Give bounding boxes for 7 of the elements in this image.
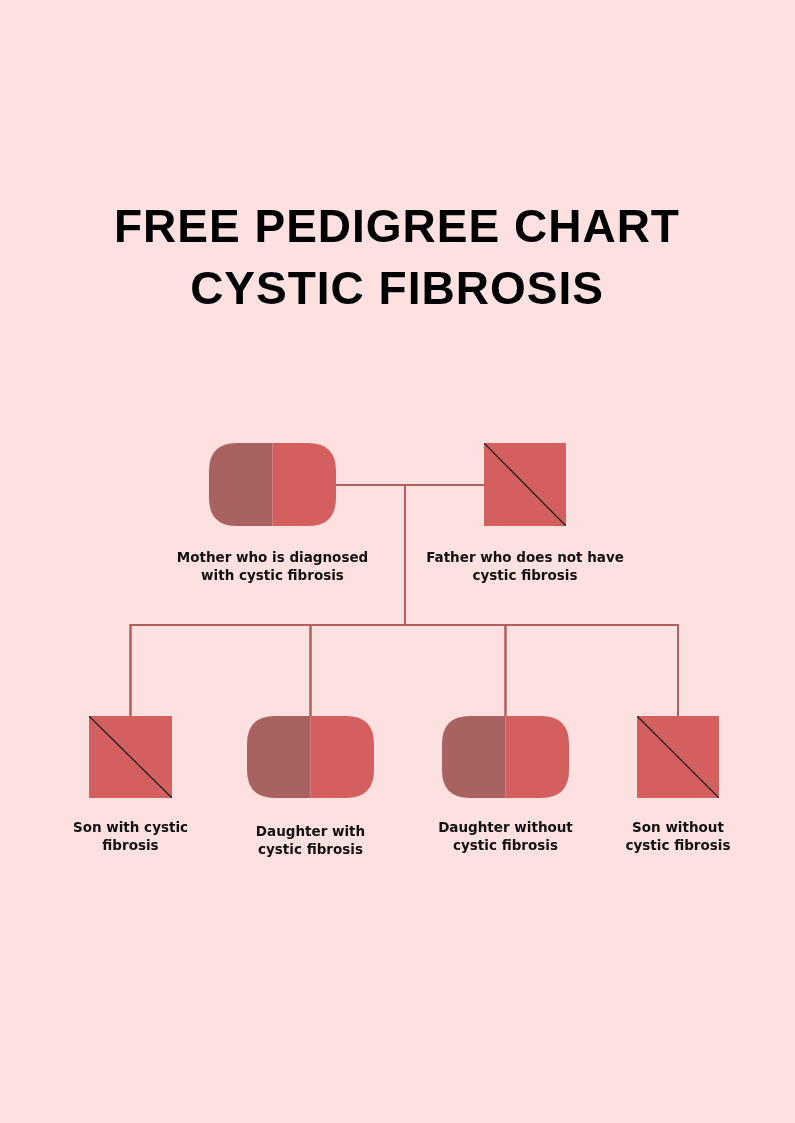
- person-label: Son with cystic fibrosis: [71, 818, 190, 854]
- person-label: Daughter with cystic fibrosis: [254, 822, 367, 858]
- title: FREE PEDIGREE CHART CYSTIC FIBROSIS: [113, 199, 681, 316]
- person-label: Mother who is diagnosed with cystic fibrosis: [175, 548, 370, 584]
- person-label: Son without cystic fibrosis: [624, 818, 732, 854]
- person-label: Father who does not have cystic fibrosis: [425, 548, 625, 584]
- person-label: Daughter without cystic fibrosis: [437, 818, 574, 854]
